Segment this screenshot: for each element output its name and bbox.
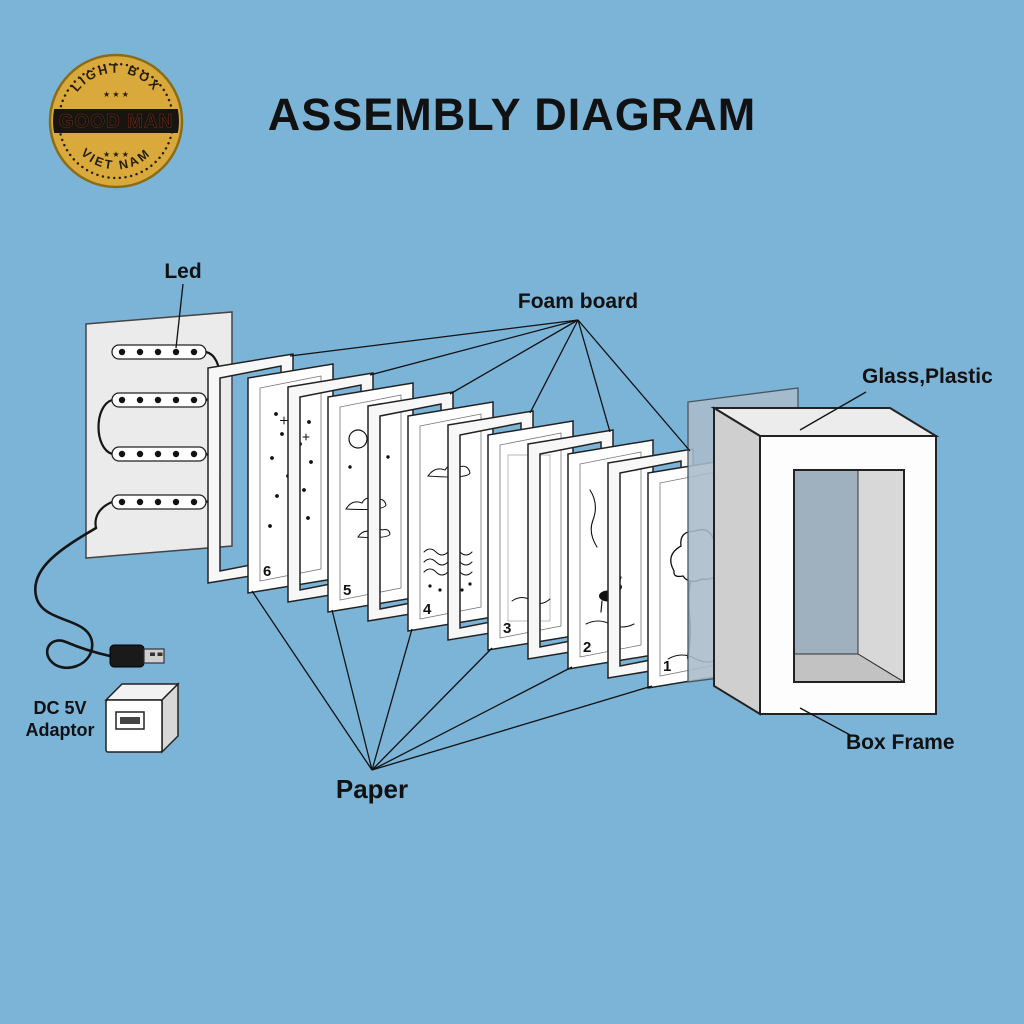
box-frame-leader-line — [799, 707, 853, 737]
led-strip-1 — [111, 344, 207, 360]
box-frame-label: Box Frame — [846, 731, 955, 754]
box-frame-left-face — [713, 406, 761, 716]
page-title: ASSEMBLY DIAGRAM — [268, 89, 757, 140]
paper-leader-lines — [251, 590, 653, 771]
logo-center-text: GOOD MAN — [59, 112, 174, 133]
led-panel — [85, 311, 233, 559]
adaptor-label-line1: DC 5V — [33, 698, 86, 718]
box-frame — [710, 406, 940, 716]
layer-number-4: 4 — [423, 601, 432, 618]
layer-number-6: 6 — [263, 563, 271, 580]
box-frame-front-face — [759, 435, 937, 715]
paper-5-artwork-moon-clouds — [345, 429, 391, 539]
adaptor-label-line2: Adaptor — [26, 720, 95, 740]
box-frame-inner-right-wall — [857, 441, 905, 683]
power-cable — [33, 526, 112, 670]
glass-plastic-label: Glass,Plastic — [862, 365, 993, 388]
logo-center-band — [53, 109, 179, 133]
led-strip-4 — [111, 494, 207, 510]
layer-number-5: 5 — [343, 582, 351, 599]
dc-adaptor — [104, 682, 180, 754]
led-strip-2 — [111, 392, 207, 408]
layer-number-1: 1 — [663, 658, 671, 675]
led-leader-line — [175, 283, 184, 349]
foam-board-leader-lines — [289, 319, 691, 452]
led-strip-3 — [111, 446, 207, 462]
led-label: Led — [164, 260, 201, 283]
usb-plug — [109, 644, 165, 668]
logo-stars-top-icon: ★ ★ ★ — [103, 90, 129, 99]
usb-port-icon — [115, 711, 145, 730]
logo-stars-bottom-icon: ★ ★ ★ — [103, 150, 129, 159]
layer-number-3: 3 — [503, 620, 511, 637]
glass-leader-line — [799, 391, 867, 431]
layer-number-2: 2 — [583, 639, 591, 656]
foam-board-label: Foam board — [518, 290, 638, 313]
goodman-logo-badge: LIGHT BOX VIET NAM ★ ★ ★ ★ ★ ★ ★ ★ GOOD … — [48, 53, 184, 189]
paper-label: Paper — [336, 774, 408, 804]
